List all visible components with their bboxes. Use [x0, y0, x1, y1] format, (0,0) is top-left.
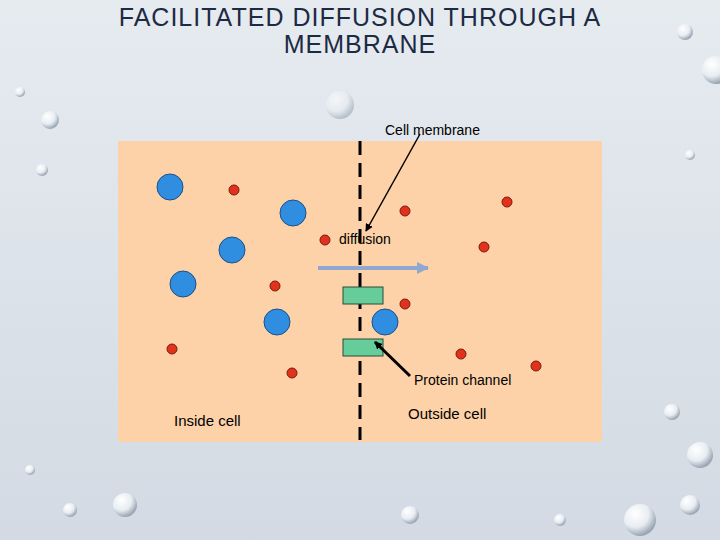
large-molecule	[157, 174, 183, 200]
water-drop	[113, 493, 137, 517]
water-drop	[554, 514, 566, 526]
large-molecules	[157, 174, 398, 335]
small-molecule	[320, 235, 330, 245]
water-drop	[680, 495, 700, 515]
leader-line	[375, 342, 410, 376]
diagram-title: FACILITATED DIFFUSION THROUGH A MEMBRANE	[60, 4, 660, 58]
channel-protein	[343, 287, 383, 304]
text-label: diffusion	[339, 231, 391, 247]
small-molecule	[400, 299, 410, 309]
text-label: Cell membrane	[385, 122, 480, 138]
water-drop	[677, 24, 693, 40]
large-molecule	[372, 309, 398, 335]
water-drop	[624, 504, 656, 536]
large-molecule	[219, 237, 245, 263]
small-molecule	[502, 197, 512, 207]
water-drop	[36, 164, 48, 176]
text-label: Protein channel	[414, 372, 511, 388]
water-drops	[15, 24, 720, 536]
small-molecule	[229, 185, 239, 195]
small-molecule	[479, 242, 489, 252]
large-molecule	[170, 271, 196, 297]
text-label: Outside cell	[408, 405, 486, 422]
small-molecule	[531, 361, 541, 371]
water-drop	[63, 503, 77, 517]
small-molecule	[270, 281, 280, 291]
water-drop	[41, 111, 59, 129]
water-drop	[685, 150, 695, 160]
text-label: Inside cell	[174, 412, 241, 429]
water-drop	[326, 91, 354, 119]
small-molecule	[456, 349, 466, 359]
water-drop	[687, 442, 713, 468]
small-molecule	[167, 344, 177, 354]
water-drop	[25, 465, 35, 475]
channel-protein	[343, 339, 383, 356]
diffusion-arrow	[318, 266, 428, 270]
leader-line	[366, 134, 420, 231]
water-drop	[702, 56, 720, 84]
water-drop	[664, 404, 680, 420]
small-molecule	[400, 206, 410, 216]
small-molecules	[167, 185, 541, 378]
water-drop	[15, 87, 25, 97]
water-drop	[401, 506, 419, 524]
large-molecule	[280, 200, 306, 226]
cell-panel	[118, 141, 602, 442]
small-molecule	[287, 368, 297, 378]
large-molecule	[264, 309, 290, 335]
